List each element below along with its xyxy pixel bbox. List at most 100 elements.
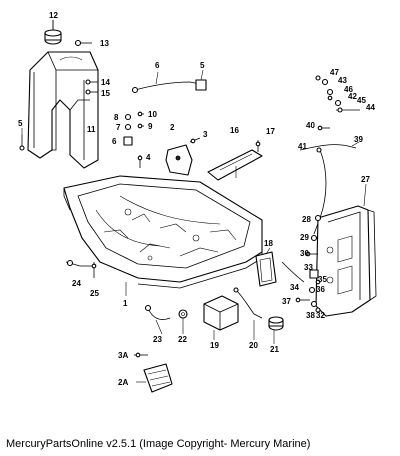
callout-42: 42 <box>348 92 357 101</box>
part-47-screw <box>315 75 321 81</box>
callout-5: 5 <box>18 119 23 128</box>
leader-lines <box>21 20 367 383</box>
part-21-box <box>203 295 239 331</box>
callout-19: 17 <box>266 127 275 136</box>
part-45-washer <box>334 99 342 107</box>
part-11-screw <box>137 123 144 129</box>
callout-25: 23 <box>153 335 162 344</box>
part-34-cable <box>281 261 305 283</box>
callout-23: 21 <box>270 345 279 354</box>
part-38-nut <box>310 300 318 308</box>
part-28-bracket <box>315 205 377 317</box>
callout-31: 30 <box>300 249 309 258</box>
callout-28: 27 <box>361 175 370 184</box>
part-3A-screw <box>134 352 148 358</box>
callout-35: 35 <box>318 275 327 284</box>
part-40-screw <box>317 125 330 131</box>
callout-47: 47 <box>330 68 339 77</box>
callout-45: 45 <box>357 96 366 105</box>
part-23-knob <box>268 316 284 331</box>
callout-3: 3 <box>203 130 208 139</box>
callout-24: 22 <box>178 335 187 344</box>
part-17-screw <box>85 89 98 95</box>
callout-2: 2 <box>170 123 175 132</box>
part-46-nut <box>326 88 334 96</box>
callout-15: 13 <box>100 39 109 48</box>
callout-3A: 3A <box>118 351 128 360</box>
part-19-screw <box>255 140 261 152</box>
callout-6: 5 <box>200 61 205 70</box>
part-10-washer <box>124 113 132 121</box>
callout-13: 11 <box>87 125 96 134</box>
part-37-screw <box>295 297 310 303</box>
callout-11: 9 <box>148 122 153 131</box>
callout-40: 40 <box>306 121 315 130</box>
part-43-washer <box>321 78 329 86</box>
part-12-screw <box>137 111 144 117</box>
callout-29: 28 <box>302 215 311 224</box>
callout-44: 44 <box>366 103 375 112</box>
part-2-bracket <box>165 144 193 176</box>
callout-43: 43 <box>338 76 347 85</box>
part-1-cowl-base <box>63 175 263 289</box>
part-32-screw <box>315 307 321 313</box>
part-27-screw <box>91 262 97 278</box>
part-2A-grille <box>143 363 173 393</box>
part-33-clip <box>309 269 319 279</box>
part-25-cable <box>144 304 171 320</box>
callout-17: 15 <box>101 89 110 98</box>
callout-9: 7 <box>116 123 121 132</box>
part-6-fitting <box>195 79 207 91</box>
callout-22: 20 <box>249 341 258 350</box>
part-16-screw <box>85 79 98 85</box>
part-5-screw <box>19 135 25 151</box>
part-36-washer <box>308 286 316 294</box>
callout-12: 10 <box>148 110 157 119</box>
image-caption: MercuryPartsOnline v2.5.1 (Image Copyrig… <box>6 438 311 450</box>
callout-46: 46 <box>344 85 353 94</box>
callout-20: 18 <box>264 239 273 248</box>
callout-34: 34 <box>290 283 299 292</box>
part-26-cable <box>65 259 92 267</box>
callout-1: 1 <box>123 299 128 308</box>
part-42-screw <box>327 95 333 101</box>
callout-4: 4 <box>146 153 151 162</box>
part-14-grommet <box>44 20 62 45</box>
callout-labels: 12 13 14 15 11 5 6 5 8 10 7 9 6 4 2 3 16… <box>18 11 375 387</box>
callout-32: 32 <box>316 311 325 320</box>
callout-21: 19 <box>210 341 219 350</box>
part-8-clip <box>123 136 133 146</box>
part-20-grommet <box>255 251 277 287</box>
callout-33: 33 <box>304 263 313 272</box>
part-22-cable <box>233 287 263 319</box>
part-4-screw <box>137 155 143 168</box>
callout-16: 14 <box>101 78 110 87</box>
callout-41: 41 <box>298 142 307 151</box>
callout-2A: 2A <box>118 378 128 387</box>
part-9-washer <box>124 123 132 131</box>
part-44-pin <box>336 107 360 113</box>
callout-8: 6 <box>112 137 117 146</box>
callout-27: 25 <box>90 289 99 298</box>
part-31-screw <box>305 251 318 257</box>
part-7-cable <box>131 81 201 94</box>
callout-37: 37 <box>282 297 291 306</box>
part-15-screw <box>74 39 92 47</box>
callout-18: 16 <box>230 126 239 135</box>
part-13-housing <box>27 51 99 169</box>
part-18-plate <box>207 149 263 181</box>
part-29-screw <box>314 214 322 222</box>
callout-14: 12 <box>49 11 58 20</box>
callout-38: 38 <box>306 311 315 320</box>
callout-39: 39 <box>354 135 363 144</box>
part-24-grommet <box>178 309 188 319</box>
callout-7: 6 <box>155 61 160 70</box>
callout-26: 24 <box>72 279 81 288</box>
parts-diagram: 12 13 14 15 11 5 6 5 8 10 7 9 6 4 2 3 16… <box>18 11 377 393</box>
part-35-screw <box>315 279 321 285</box>
callout-30: 29 <box>300 233 309 242</box>
part-3-screw <box>189 137 201 144</box>
callout-10: 8 <box>114 113 119 122</box>
part-30-washer <box>310 234 318 242</box>
callout-36: 36 <box>316 285 325 294</box>
